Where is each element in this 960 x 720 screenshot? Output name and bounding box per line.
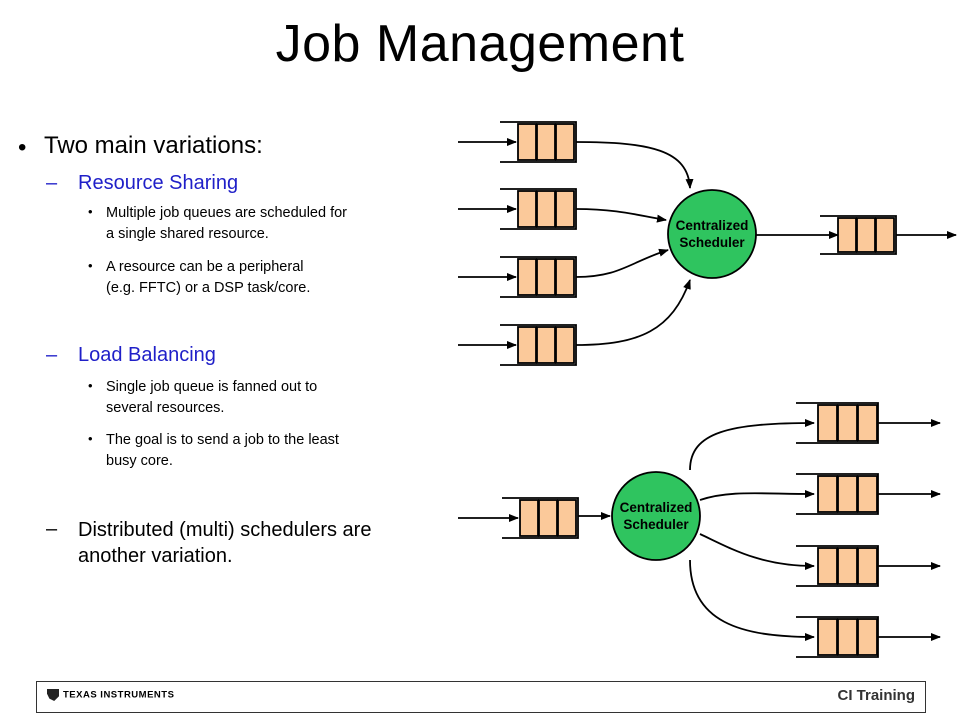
distributed-item: Distributed (multi) schedulers are anoth… <box>78 517 371 569</box>
resource-sharing-item-2: A resource can be a peripheral (e.g. FFT… <box>106 257 436 299</box>
fanout-arrow <box>689 559 815 641</box>
top-scheduler-label-1: Centralized <box>676 218 749 233</box>
slide-title: Job Management <box>275 15 685 73</box>
bullet-dot: • <box>18 134 27 161</box>
load-balancing-heading: Load Balancing <box>78 344 216 366</box>
text-line: a single shared resource. <box>106 226 269 242</box>
merge-arrow <box>575 248 669 278</box>
fanout-arrow <box>699 533 815 570</box>
ti-logo-icon <box>47 689 59 701</box>
texas-instruments-logo: Texas Instruments <box>47 689 174 701</box>
main-bullet: Two main variations: <box>44 132 263 159</box>
footer-bar: Texas Instruments CI Training <box>36 681 926 713</box>
ci-training-logo: CI Training <box>837 687 915 704</box>
bullet-dot: • <box>88 258 93 273</box>
queue-cells <box>517 123 575 364</box>
text-line: Distributed (multi) schedulers are <box>78 519 372 541</box>
text-line: several resources. <box>106 400 225 416</box>
text-line: Single job queue is fanned out to <box>106 379 318 395</box>
text-line: A resource can be a peripheral <box>106 259 304 275</box>
queue-outline <box>502 497 579 539</box>
dash-marker: – <box>46 172 58 194</box>
top-scheduler-label-2: Scheduler <box>679 235 745 250</box>
merge-arrow <box>575 279 691 346</box>
bullet-dot: • <box>88 431 93 446</box>
text-line: The goal is to send a job to the least <box>106 432 339 448</box>
text-line: (e.g. FFTC) or a DSP task/core. <box>106 280 311 296</box>
resource-sharing-diagram <box>458 121 957 366</box>
fanout-arrow <box>699 489 815 501</box>
bottom-scheduler-label-2: Scheduler <box>623 517 689 532</box>
load-balancing-item-1: Single job queue is fanned out to severa… <box>106 377 436 419</box>
bullet-list: • Two main variations: – Resource Sharin… <box>0 0 450 640</box>
bullet-dot: • <box>88 378 93 393</box>
merge-arrow <box>575 208 667 223</box>
text-line: another variation. <box>78 545 233 567</box>
resource-sharing-heading: Resource Sharing <box>78 172 239 194</box>
load-balancing-item-2: The goal is to send a job to the least b… <box>106 430 436 472</box>
bottom-scheduler-circle <box>611 471 701 561</box>
bullet-dot: • <box>88 204 93 219</box>
dash-marker: – <box>46 518 58 540</box>
resource-sharing-item-1: Multiple job queues are scheduled for a … <box>106 203 436 245</box>
fanout-arrow <box>689 419 815 471</box>
merge-arrow <box>575 141 694 189</box>
scheduler-diagram: Centralized Scheduler Centralized <box>458 121 957 658</box>
bottom-scheduler-label-1: Centralized <box>620 500 693 515</box>
text-line: Multiple job queues are scheduled for <box>106 205 348 221</box>
text-line: busy core. <box>106 453 173 469</box>
ti-logo-text: Texas Instruments <box>63 689 175 701</box>
dash-marker: – <box>46 344 58 366</box>
load-balancing-diagram <box>458 402 941 658</box>
top-scheduler-circle <box>667 189 757 279</box>
